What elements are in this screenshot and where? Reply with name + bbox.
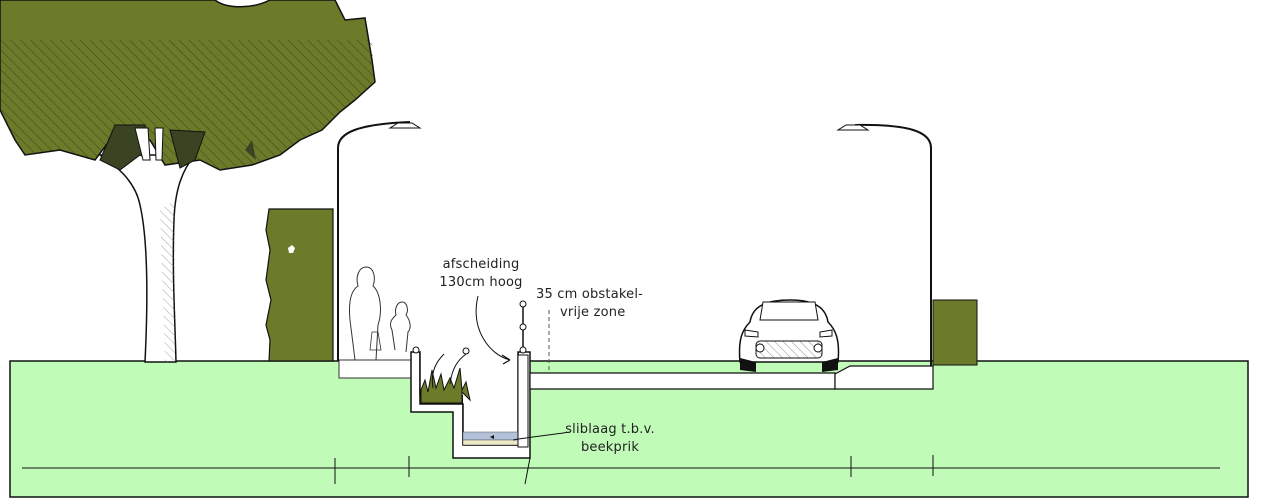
sidewalk-left [338,359,412,379]
ditch-plants [412,346,471,404]
street-lamp-left [337,121,422,361]
label-sliblaag-line1: sliblaag t.b.v. [565,422,655,437]
label-sliblaag-line2: beekprik [580,440,640,455]
road [529,365,934,390]
label-obstacle-free-zone: 35 cm obstakel- vrije zone [536,286,656,322]
callout-arrow-afscheiding [475,295,511,361]
pedestrian-adult [349,266,382,361]
callout-line-sliblaag [512,431,571,441]
label-sliblaag: sliblaag t.b.v. beekprik [560,421,660,457]
hedge-right [932,299,978,366]
label-obstakel-line1: 35 cm obstakel- [536,287,644,302]
pedestrian-child [390,301,411,353]
fence-130cm [517,300,529,448]
car-front [738,299,840,372]
brook-water [462,431,519,446]
label-afscheiding-line2: 130cm hoog [439,275,523,290]
label-afscheiding-line1: afscheiding [442,257,520,272]
label-afscheiding: afscheiding 130cm hoog [426,256,536,292]
tree [0,0,376,363]
hedge-left [265,208,334,362]
label-obstakel-line2: vrije zone [560,305,626,320]
dimension-line [22,455,1220,485]
street-lamp-right [836,123,932,366]
